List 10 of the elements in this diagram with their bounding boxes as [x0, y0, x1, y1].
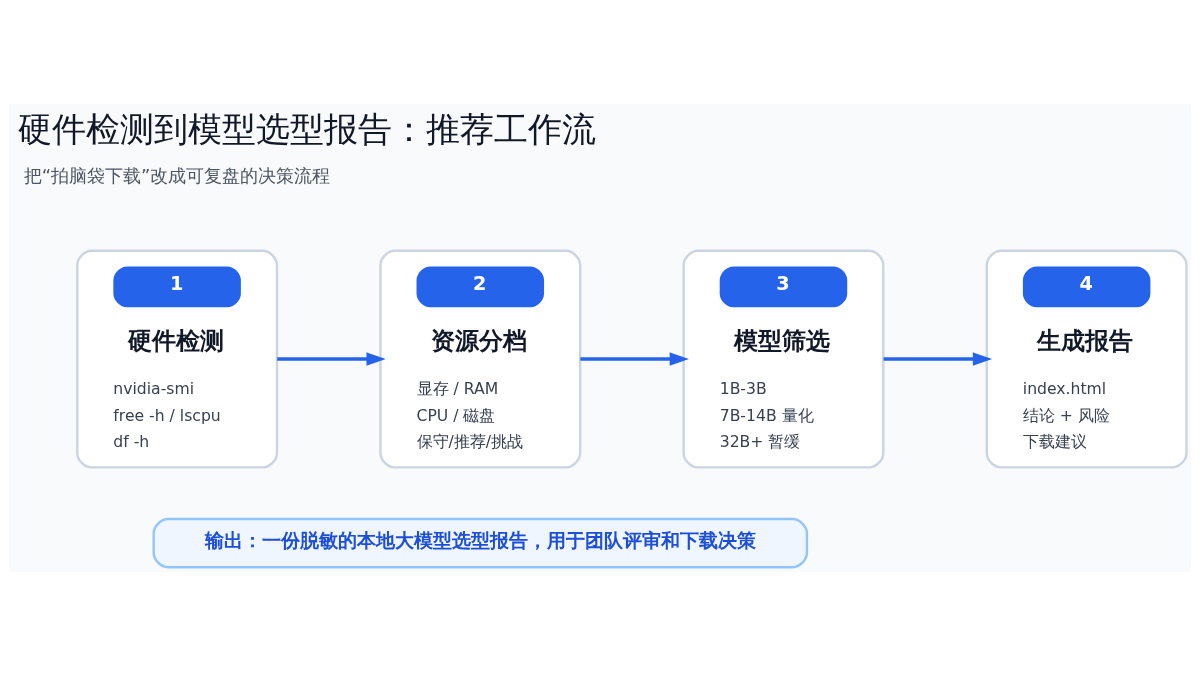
node-box: 4 生成报告 index.html 结论 + 风险 下载建议	[985, 249, 1188, 469]
node-box: 2 资源分档 显存 / RAM CPU / 磁盘 保守/推荐/挑战	[379, 249, 582, 469]
arrow	[277, 351, 386, 366]
arrow	[580, 351, 689, 366]
node-box: 输出：一份脱敏的本地大模型选型报告，用于团队评审和下载决策	[152, 517, 809, 568]
node-box: 3 模型筛选 1B-3B 7B-14B 量化 32B+ 暂缓	[682, 249, 885, 469]
diagram-title: 硬件检测到模型选型报告：推荐工作流	[18, 109, 597, 149]
node-box: 1 硬件检测 nvidia-smi free -h / lscpu df -h	[76, 249, 279, 469]
label: 把“拍脑袋下载”改成可复盘的决策流程	[23, 164, 331, 186]
arrow	[883, 351, 993, 366]
